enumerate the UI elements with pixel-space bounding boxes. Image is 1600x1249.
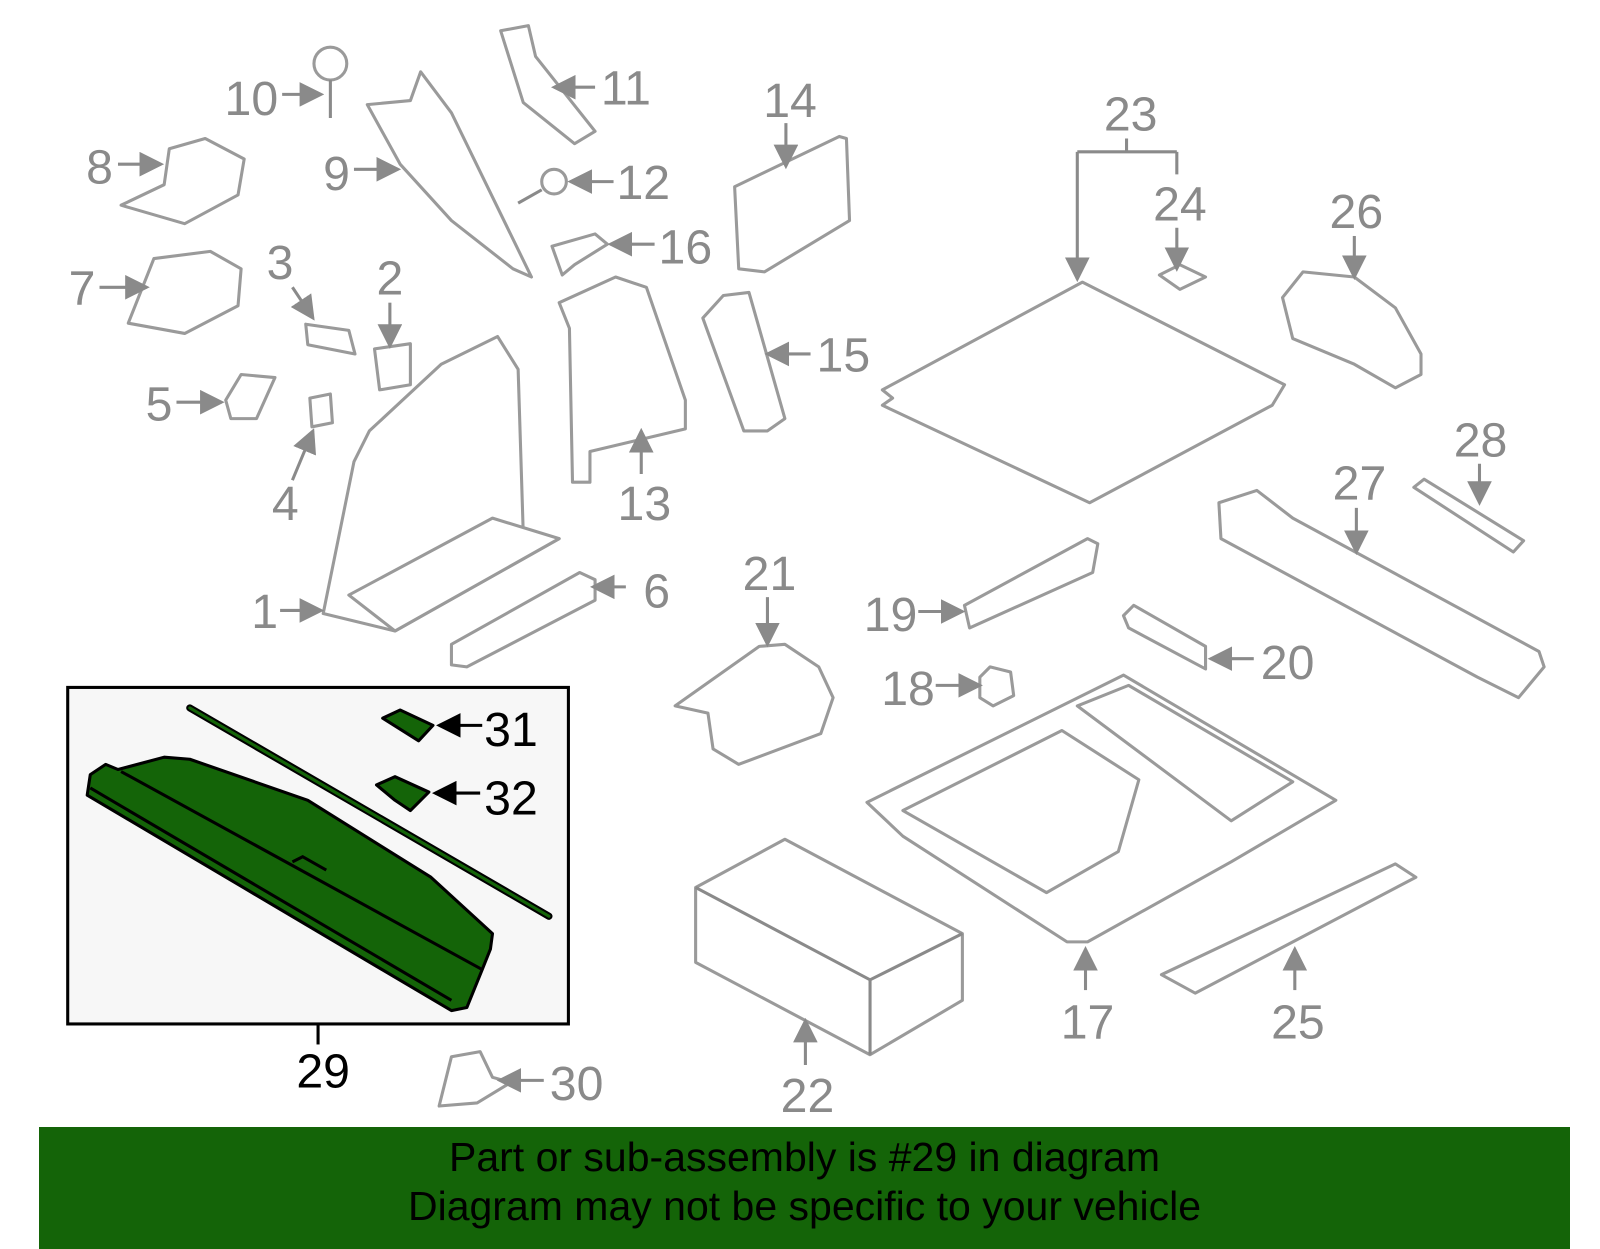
callout-5[interactable]: 5 [146,378,173,432]
part-19-trim[interactable] [962,537,1100,630]
callout-31[interactable]: 31 [484,703,538,757]
callout-7[interactable]: 7 [69,262,96,316]
part-17-load-floor-tray[interactable] [865,673,1338,944]
highlight-box-part-29[interactable] [66,685,570,1045]
part-32-clip [375,775,431,813]
callout-15[interactable]: 15 [817,328,871,382]
part-11-bracket[interactable] [499,24,597,146]
callout-19[interactable]: 19 [864,588,918,642]
part-6-sill-trim[interactable] [449,570,597,669]
highlight-notice-banner: Part or sub-assembly is #29 in diagram D… [39,1127,1570,1249]
part-29-cargo-cover [85,755,495,1013]
callout-labels: 1 2 3 4 5 6 7 8 9 10 11 12 13 14 15 16 1… [69,62,1508,1124]
part-8-cover[interactable] [119,136,246,226]
callout-9[interactable]: 9 [323,147,350,201]
callout-26[interactable]: 26 [1330,185,1384,239]
callout-3[interactable]: 3 [267,236,294,290]
callout-2[interactable]: 2 [376,251,403,305]
callout-23[interactable]: 23 [1104,87,1158,141]
part-22-storage-box[interactable] [694,837,964,1057]
callout-24[interactable]: 24 [1153,178,1207,232]
callout-10[interactable]: 10 [225,72,279,126]
part-4-clip[interactable] [308,392,334,429]
banner-line-1: Part or sub-assembly is #29 in diagram [449,1134,1160,1180]
callout-11[interactable]: 11 [601,62,651,116]
banner-line-2: Diagram may not be specific to your vehi… [407,1183,1201,1229]
part-15-pillar-trim[interactable] [701,290,787,433]
part-13-trim-panel[interactable] [557,275,687,484]
part-24-clip[interactable] [1157,263,1208,291]
part-16-clip[interactable] [550,232,609,277]
callout-8[interactable]: 8 [86,141,113,195]
part-9-pillar-trim[interactable] [365,70,534,279]
part-7-bracket[interactable] [126,249,243,335]
callout-21[interactable]: 21 [743,547,797,601]
callout-28[interactable]: 28 [1454,414,1508,468]
callout-1[interactable]: 1 [251,585,278,639]
part-20-trim[interactable] [1121,603,1208,671]
callout-32[interactable]: 32 [484,772,538,826]
part-28-strip[interactable] [1412,477,1526,554]
callout-13[interactable]: 13 [618,477,672,531]
part-2-clip[interactable] [372,342,412,392]
callout-27[interactable]: 27 [1333,457,1387,511]
part-23-floor-mat[interactable] [880,280,1287,505]
part-25-trim[interactable] [1159,862,1418,995]
callout-6[interactable]: 6 [643,564,670,618]
part-14-panel[interactable] [733,134,852,274]
callout-14[interactable]: 14 [763,74,817,128]
part-21-storage-bin[interactable] [673,642,835,766]
callout-30[interactable]: 30 [550,1057,604,1111]
part-3-bracket[interactable] [304,322,357,356]
callout-12[interactable]: 12 [616,156,670,210]
callout-18[interactable]: 18 [881,662,935,716]
part-31-clip [381,708,435,743]
part-26-bracket[interactable] [1280,270,1423,390]
callout-17[interactable]: 17 [1061,995,1115,1049]
callout-25[interactable]: 25 [1271,995,1325,1049]
part-30-bracket[interactable] [437,1050,513,1108]
callout-20[interactable]: 20 [1261,636,1315,690]
part-1-side-trim-panel[interactable] [321,334,561,633]
part-27-sill-plate[interactable] [1217,488,1546,700]
part-10-screw[interactable] [312,45,349,118]
callout-22[interactable]: 22 [781,1069,835,1123]
leader-lines [99,74,1492,1093]
part-12-screw[interactable] [517,167,568,205]
callout-29[interactable]: 29 [296,1045,350,1099]
part-5-cover[interactable] [224,372,277,421]
callout-16[interactable]: 16 [659,221,713,275]
part-18-clip[interactable] [978,665,1016,708]
callout-4[interactable]: 4 [272,477,299,531]
